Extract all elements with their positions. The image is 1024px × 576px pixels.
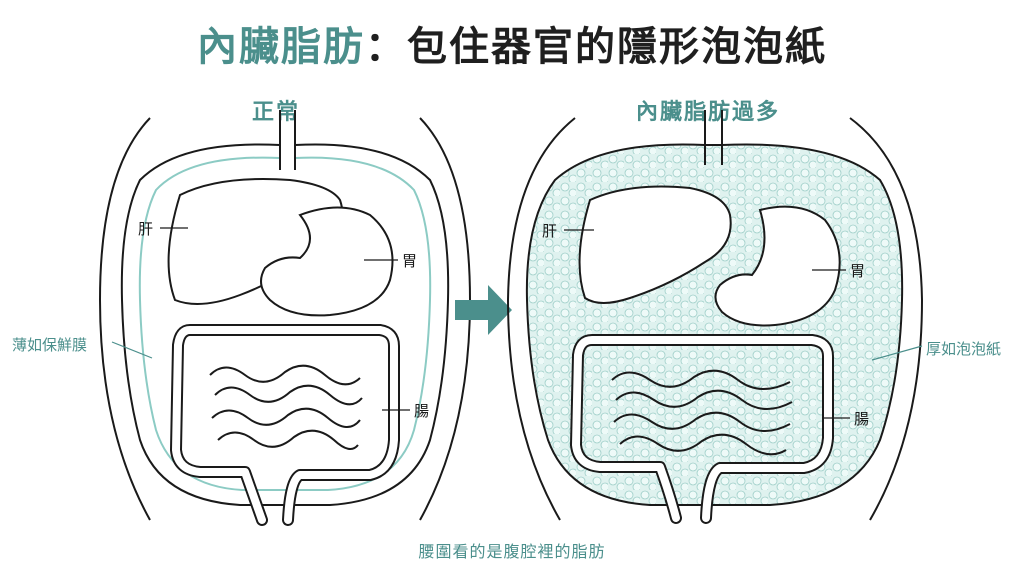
left-body-contour-left	[98, 117, 151, 521]
left-liver-label: 肝	[138, 220, 154, 238]
right-stomach	[714, 205, 841, 327]
right-small-intestine	[611, 369, 793, 456]
right-panel-heading: 內臟脂肪過多	[636, 100, 781, 125]
caption: 腰圍看的是腹腔裡的脂肪	[418, 542, 606, 561]
left-small-intestine	[209, 364, 363, 450]
leader-lines	[160, 227, 850, 419]
arrow-right-icon	[455, 285, 512, 335]
title-rest: ：包住器官的隱形泡泡紙	[365, 24, 827, 70]
right-body-contour-left	[506, 117, 576, 521]
side-leader-lines	[111, 341, 923, 361]
title-highlight: 內臟脂肪	[197, 24, 365, 70]
left-stomach-label: 胃	[402, 252, 418, 270]
left-midline	[279, 110, 296, 170]
thick-fat-label: 厚如泡泡紙	[926, 340, 1002, 358]
right-abdomen	[506, 110, 924, 524]
left-panel-heading: 正常	[252, 100, 301, 125]
page-title: 內臟脂肪：包住器官的隱形泡泡紙	[0, 14, 1024, 72]
right-body-contour-right	[849, 117, 924, 521]
left-stomach	[260, 206, 394, 317]
left-thin-fat-membrane	[138, 156, 432, 491]
right-stomach-label: 胃	[850, 262, 866, 280]
right-midline	[704, 110, 723, 165]
left-intestine-label: 腸	[414, 402, 430, 420]
thin-fat-label: 薄如保鮮膜	[12, 336, 88, 354]
right-intestine-label: 腸	[854, 410, 870, 428]
left-abdomen	[98, 110, 472, 526]
right-liver	[578, 185, 732, 304]
right-liver-label: 肝	[542, 222, 558, 240]
